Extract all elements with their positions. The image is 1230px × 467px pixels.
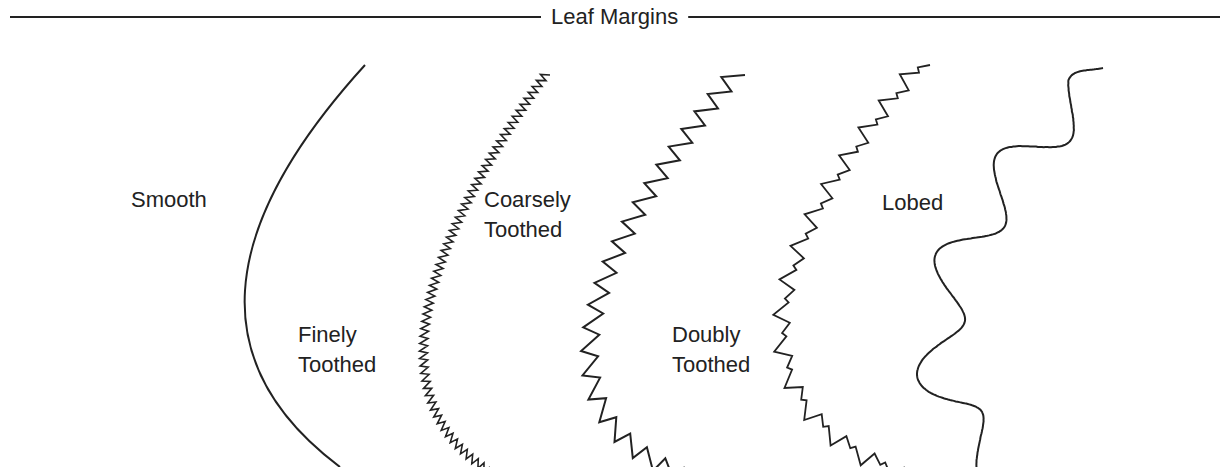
- smooth-margin: [245, 65, 365, 467]
- diagram-title: Leaf Margins: [543, 2, 686, 32]
- margin-label: Lobed: [882, 188, 943, 218]
- title-rule: [10, 16, 541, 18]
- margin-label: Smooth: [131, 185, 207, 215]
- lobed-margin: [917, 68, 1103, 467]
- finely-toothed-margin: [420, 75, 551, 467]
- margin-label: Finely Toothed: [298, 320, 376, 380]
- margin-label: Doubly Toothed: [672, 320, 750, 380]
- doubly-toothed-margin: [773, 65, 930, 467]
- title-rule: [688, 16, 1220, 18]
- margin-label: Coarsely Toothed: [484, 185, 571, 245]
- coarsely-toothed-margin: [581, 75, 745, 467]
